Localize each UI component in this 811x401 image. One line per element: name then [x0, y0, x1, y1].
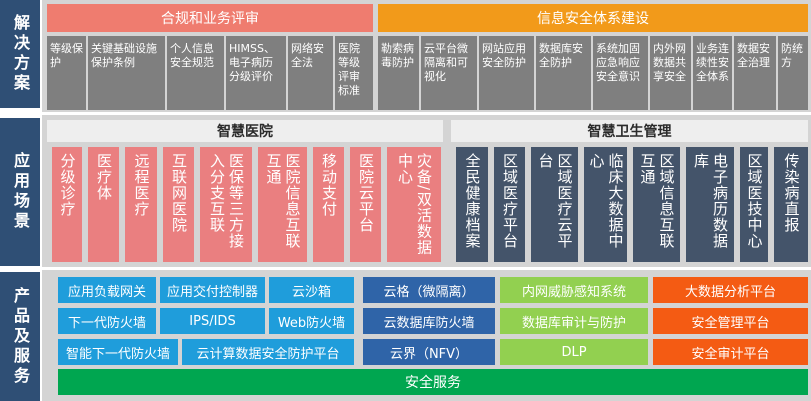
row-label-product: 产品及服务	[0, 272, 40, 401]
product-green: DLP	[500, 339, 648, 365]
health-scenario-card: 区域医技中心	[740, 147, 768, 262]
compliance-item: HIMSS、电子病历分级评价	[226, 36, 286, 110]
hospital-header: 智慧医院	[47, 120, 443, 142]
product-blue: 云计算数据安全防护平台	[182, 339, 354, 365]
health-scenario-card: 全民健康档案	[456, 147, 488, 262]
product-blue: IPS/IDS	[160, 308, 265, 334]
hospital-scenario-card: 医院云平台	[350, 147, 381, 262]
product-green: 数据库审计与防护	[500, 308, 648, 334]
compliance-item: 关键基础设施保护条例	[88, 36, 165, 110]
product-orange: 安全审计平台	[653, 339, 808, 365]
security-header: 信息安全体系建设	[378, 4, 808, 32]
product-blue: Web防火墙	[269, 308, 354, 334]
health-scenario-card: 区域医疗云平台	[531, 147, 578, 262]
health-scenario-card: 传染病直报	[774, 147, 808, 262]
hospital-scenario-card: 分级诊疗	[52, 147, 82, 262]
product-blue: 云沙箱	[269, 277, 354, 303]
compliance-item: 个人信息安全规范	[167, 36, 224, 110]
security-item: 防统方	[778, 36, 808, 110]
health-scenario-card: 区域信息互联互通	[633, 147, 680, 262]
product-green: 内网威胁感知系统	[500, 277, 648, 303]
compliance-item: 等级保护	[47, 36, 86, 110]
security-item: 数据安全治理	[734, 36, 776, 110]
security-service-bar: 安全服务	[58, 369, 808, 395]
hospital-scenario-card: 医疗体	[88, 147, 119, 262]
product-blue: 应用负载网关	[58, 277, 156, 303]
product-blue: 应用交付控制器	[160, 277, 265, 303]
health-scenario-card: 临床大数据中心	[584, 147, 627, 262]
compliance-item: 医院等级评审标准	[335, 36, 373, 110]
compliance-header: 合规和业务评审	[47, 4, 373, 32]
health-scenario-card: 电子病历数据库	[686, 147, 734, 262]
product-navy: 云界（NFV）	[363, 339, 495, 365]
health-header: 智慧卫生管理	[451, 120, 808, 142]
hospital-scenario-card: 灾备/双活数据中心	[387, 147, 441, 262]
security-item: 勒索病毒防护	[378, 36, 419, 110]
row-label-solution: 解决方案	[0, 0, 40, 108]
security-item: 云平台微隔离和可视化	[421, 36, 477, 110]
security-item: 网站应用安全防护	[479, 36, 534, 110]
product-navy: 云格（微隔离）	[363, 277, 495, 303]
hospital-scenario-card: 医院信息互联互通	[258, 147, 307, 262]
hospital-scenario-card: 医保等三方接入分支互联	[200, 147, 252, 262]
product-navy: 云数据库防火墙	[363, 308, 495, 334]
product-orange: 大数据分析平台	[653, 277, 808, 303]
product-orange: 安全管理平台	[653, 308, 808, 334]
row-label-scenario: 应用场景	[0, 118, 40, 266]
hospital-scenario-card: 互联网医院	[163, 147, 194, 262]
product-blue: 智能下一代防火墙	[58, 339, 178, 365]
hospital-scenario-card: 移动支付	[313, 147, 344, 262]
compliance-item: 网络安全法	[288, 36, 333, 110]
security-item: 业务连续性安全体系	[693, 36, 732, 110]
security-item: 数据库安全防护	[536, 36, 591, 110]
security-item: 内外网数据共享安全	[650, 36, 691, 110]
hospital-scenario-card: 远程医疗	[125, 147, 157, 262]
health-scenario-card: 区域医疗平台	[494, 147, 525, 262]
security-item: 系统加固应急响应安全意识	[593, 36, 648, 110]
product-blue: 下一代防火墙	[58, 308, 156, 334]
